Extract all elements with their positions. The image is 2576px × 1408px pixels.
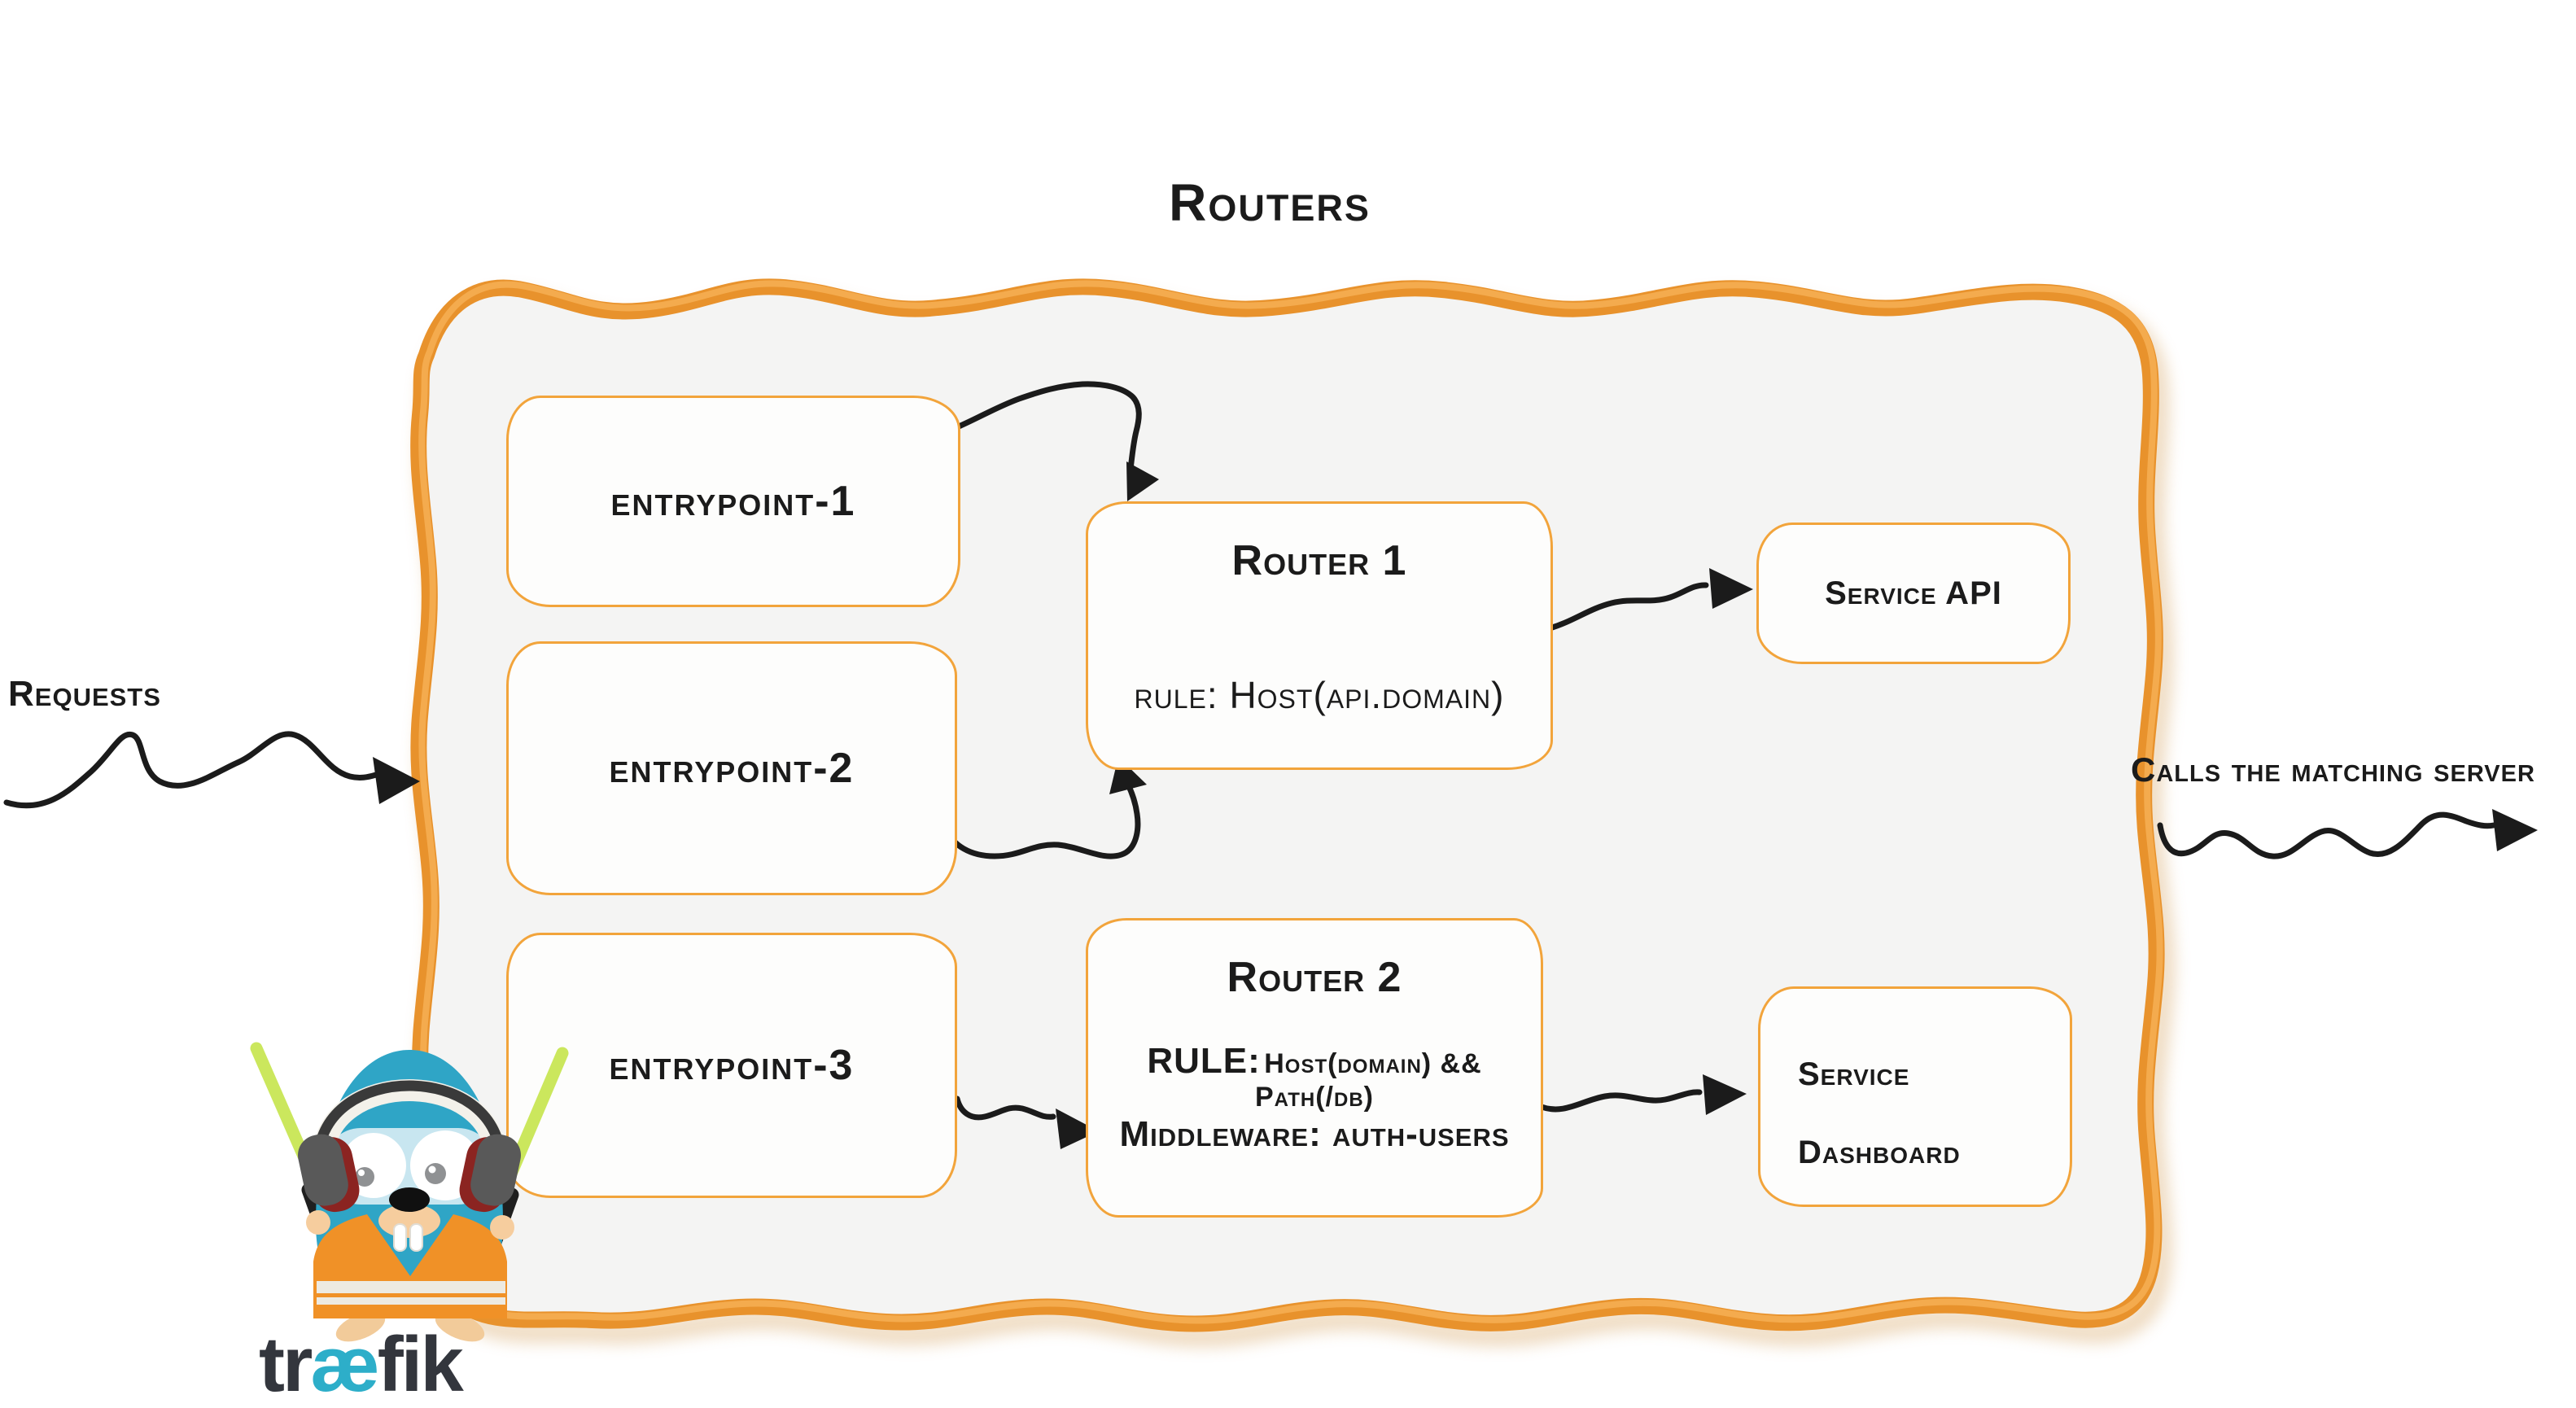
arrow-entrypoint3-to-router2 [954,1095,1056,1121]
service-dashboard-label: Service Dashboard [1798,1056,1961,1170]
arrow-entrypoint2-to-router1 [944,780,1141,859]
requests-annotation: Requests [8,674,161,714]
router-1-rule: rule: Host(api.domain) [1134,674,1505,716]
safety-vest-icon [313,1214,507,1318]
router-2-rule-key: RULE: [1147,1041,1261,1081]
router-1-name: Router 1 [1231,537,1407,584]
entrypoint-2-label: entrypoint-2 [609,745,855,792]
entrypoint-1-label: entrypoint-1 [610,478,856,525]
arrow-router1-to-service-api [1546,582,1709,632]
arrow-calls-out [2157,811,2497,859]
goggles-icon [325,1128,494,1205]
entrypoint-3-box: entrypoint-3 [506,933,957,1198]
arrowhead-entrypoint3-to-router2 [1056,1108,1099,1149]
entrypoint-1-box: entrypoint-1 [506,396,960,607]
wordmark-fik: fik [377,1321,464,1408]
traefik-wordmark: træfik [259,1320,464,1408]
calls-matching-server-annotation: Calls the matching server [2131,750,2535,789]
wordmark-ae: æ [310,1321,379,1408]
router-1-box: Router 1 rule: Host(api.domain) [1086,501,1553,770]
router-2-rule: RULE: Host(domain) && Path(/db) [1088,1041,1541,1113]
entrypoint-2-box: entrypoint-2 [506,641,957,895]
gopher-hands [306,1210,514,1240]
headphones-icon [297,1079,522,1213]
entrypoint-3-label: entrypoint-3 [609,1042,855,1089]
service-dashboard-box: Service Dashboard [1758,986,2072,1207]
arrowhead-requests-in [373,757,420,804]
arrowhead-router1-to-service-api [1709,568,1753,609]
traefik-gopher-mascot-icon [250,1042,569,1342]
arrow-entrypoint1-to-router1 [956,381,1142,480]
arrow-router2-to-service-dashboard [1538,1089,1703,1113]
router-2-middleware: Middleware: auth-users [1119,1114,1510,1154]
service-api-label: Service API [1825,575,2002,611]
arrowhead-router2-to-service-dashboard [1703,1074,1747,1115]
service-api-box: Service API [1756,523,2071,664]
gopher-snout [378,1187,440,1252]
gopher-feet [335,1311,485,1342]
router-2-name: Router 2 [1227,954,1402,1001]
arrowhead-calls-out [2492,809,2538,851]
diagram-title: Routers [1169,173,1371,232]
wordmark-tr: tr [259,1321,313,1408]
router-2-box: Router 2 RULE: Host(domain) && Path(/db)… [1086,918,1543,1218]
arrow-requests-in [3,731,379,809]
router-2-rule-value: Host(domain) && Path(/db) [1255,1048,1482,1113]
arrowhead-entrypoint1-to-router1 [1126,461,1159,501]
